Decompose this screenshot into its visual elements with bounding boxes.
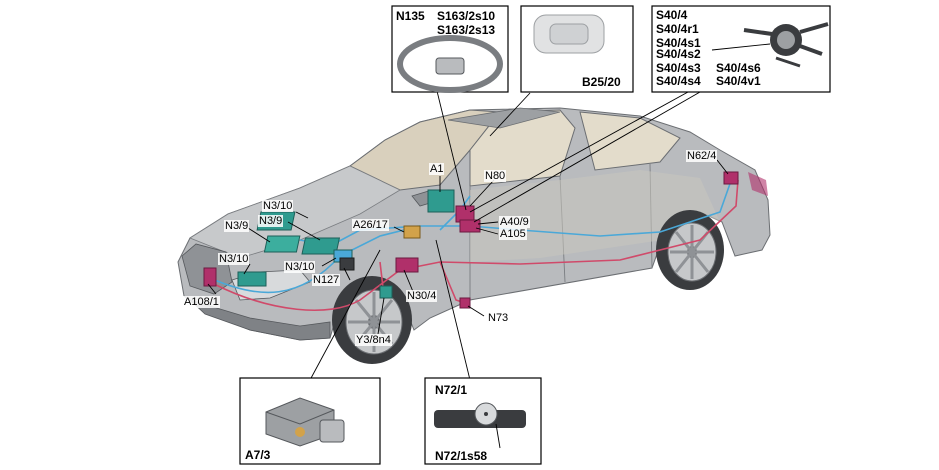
label-n62-4: N62/4 xyxy=(686,150,718,162)
label-n3-9-mid: N3/9 xyxy=(258,215,284,227)
label-n72-1: N72/1 xyxy=(435,383,468,397)
label-n135: N135 xyxy=(396,9,425,23)
abs-unit-icon xyxy=(265,397,345,447)
inset-steering-wheel xyxy=(391,5,509,93)
label-a26-17: A26/17 xyxy=(352,219,389,231)
module-a26-17 xyxy=(403,225,421,239)
label-n127: N127 xyxy=(312,274,341,286)
label-s40-4: S40/4 xyxy=(656,8,688,22)
label-s40-4s4: S40/4s4 xyxy=(656,74,701,88)
label-n30-4: N30/4 xyxy=(406,290,438,302)
module-a108-1 xyxy=(203,267,217,287)
label-n73: N73 xyxy=(487,312,510,324)
label-n3-10-mid: N3/10 xyxy=(284,261,316,273)
module-n62-4 xyxy=(723,171,739,185)
module-n3-9-mid xyxy=(301,237,341,255)
leader-lines xyxy=(207,90,729,381)
label-n3-10-top: N3/10 xyxy=(262,200,294,212)
label-a1: A1 xyxy=(429,163,445,175)
inset-cluster xyxy=(424,377,542,465)
modules xyxy=(203,171,739,309)
label-a105: A105 xyxy=(499,228,527,240)
steering-wheel-icon xyxy=(397,35,503,93)
label-s163-2s13: S163/2s13 xyxy=(437,23,496,37)
label-n3-10-left: N3/10 xyxy=(218,253,250,265)
module-n3-9-left xyxy=(263,235,301,253)
label-s163-2s10: S163/2s10 xyxy=(437,9,496,23)
module-n73 xyxy=(459,297,471,309)
label-s40-4s6: S40/4s6 xyxy=(716,61,761,75)
label-a40-9: A40/9 xyxy=(499,216,530,228)
inset-abs xyxy=(239,377,381,465)
module-n30-4 xyxy=(395,257,419,273)
inset-sensor xyxy=(520,5,634,93)
front-wheel xyxy=(332,276,412,364)
tail-light xyxy=(748,172,768,196)
instrument-panel-icon xyxy=(434,402,526,428)
label-s40-4r1: S40/4r1 xyxy=(656,22,699,36)
label-n3-9-left: N3/9 xyxy=(224,220,250,232)
module-a40-9 xyxy=(459,219,481,233)
steering-column-switch-icon xyxy=(743,22,829,68)
inset-switch xyxy=(651,5,831,93)
label-a7-3: A7/3 xyxy=(245,448,271,462)
module-n127 xyxy=(339,257,355,271)
rear-wheel xyxy=(656,210,724,290)
module-a1 xyxy=(427,189,455,213)
lower-bumper xyxy=(189,299,331,341)
label-s40-4s3: S40/4s3 xyxy=(656,61,701,75)
label-y3-8n4: Y3/8n4 xyxy=(355,334,392,346)
side-window-rear xyxy=(579,111,681,171)
label-s40-4v1: S40/4v1 xyxy=(716,74,761,88)
label-s40-4s2: S40/4s2 xyxy=(656,47,701,61)
label-a108-1: A108/1 xyxy=(183,296,220,308)
sunroof xyxy=(447,107,561,129)
can-line-red xyxy=(213,179,739,312)
label-b25-20: B25/20 xyxy=(582,75,621,89)
label-n72-1s58: N72/1s58 xyxy=(435,449,488,463)
module-y3-8n4 xyxy=(379,285,393,299)
label-n80: N80 xyxy=(484,170,507,182)
label-s40-4s1: S40/4s1 xyxy=(656,36,701,50)
module-n3-10-left xyxy=(237,271,267,287)
